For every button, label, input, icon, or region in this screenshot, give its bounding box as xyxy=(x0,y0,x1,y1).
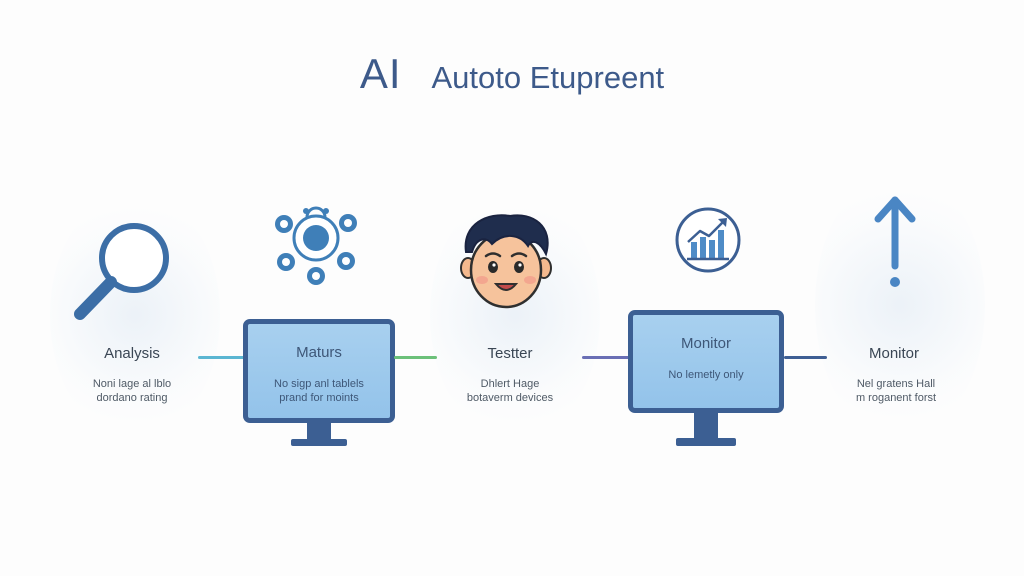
monitor-base xyxy=(676,438,736,446)
step-testter-label: Testter xyxy=(487,345,533,362)
magnifier-icon xyxy=(74,223,169,320)
arrow-up-icon xyxy=(874,196,916,287)
step-testter-desc: Dhlert Hage botaverm devices xyxy=(440,377,580,405)
connector-4 xyxy=(784,356,827,359)
step-maturs-desc-line-1: No sigp anl tablels xyxy=(274,378,364,390)
monitor-maturs: Maturs No sigp anl tablels prand for moi… xyxy=(243,319,395,447)
monitor-monitor: Monitor No lemetly only xyxy=(628,310,784,446)
title-rest: Autoto Etupreent xyxy=(431,60,665,95)
step-analysis-label: Analysis xyxy=(104,345,160,362)
connector-1 xyxy=(198,356,246,359)
title-ai: AI xyxy=(359,50,402,97)
step-testter-desc-line-2: botaverm devices xyxy=(466,392,554,404)
monitor-screen: Monitor No lemetly only xyxy=(628,310,784,413)
step-monitor-2-desc-line-2: m roganent forst xyxy=(855,392,937,404)
monitor-stand xyxy=(694,413,718,439)
step-maturs-desc: No sigp anl tablels prand for moints xyxy=(248,377,390,405)
step-monitor-2-desc: Nel gratens Hall m roganent forst xyxy=(826,377,966,405)
gears-icon xyxy=(275,206,357,285)
diagram-title: AI Autoto Etupreent xyxy=(0,50,1024,98)
step-analysis-desc-line-2: dordano rating xyxy=(96,392,168,404)
monitor-base xyxy=(291,439,347,446)
connector-2 xyxy=(394,356,437,359)
step-monitor-label: Monitor xyxy=(680,335,732,352)
step-analysis-desc-line-1: Noni lage al lblo xyxy=(92,378,172,390)
step-maturs-label: Maturs xyxy=(296,344,342,361)
bar-chart-icon xyxy=(675,207,741,273)
step-monitor-2-desc-line-1: Nel gratens Hall xyxy=(856,378,936,390)
step-5-glow xyxy=(815,170,985,440)
step-maturs-desc-line-2: prand for moints xyxy=(279,392,359,404)
monitor-screen: Maturs No sigp anl tablels prand for moi… xyxy=(243,319,395,423)
step-monitor-desc: No lemetly only xyxy=(668,369,744,381)
monitor-stand xyxy=(307,423,331,439)
connector-3 xyxy=(582,356,630,359)
step-analysis-desc: Noni lage al lblo dordano rating xyxy=(60,377,204,405)
step-monitor-2-label: Monitor xyxy=(868,345,920,362)
step-testter-desc-line-1: Dhlert Hage xyxy=(480,378,540,390)
person-face-icon xyxy=(460,214,552,309)
